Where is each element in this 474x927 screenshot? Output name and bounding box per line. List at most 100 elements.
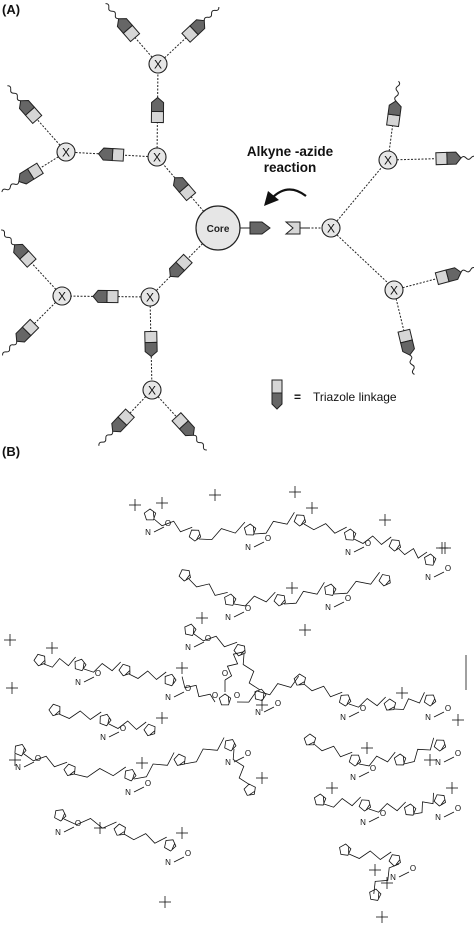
- wavy-linker: [460, 265, 474, 275]
- chain: [198, 521, 246, 541]
- amide-nitrogen: N: [165, 693, 171, 702]
- core-label: Core: [207, 224, 230, 235]
- tert-butyl-group: [369, 864, 381, 876]
- legend-equals: =: [294, 390, 301, 404]
- triazole-ring: [254, 688, 267, 702]
- node-symbol: X: [58, 290, 66, 304]
- wavy-linker: [0, 179, 21, 194]
- triazole-ring: [143, 508, 157, 521]
- chain: [413, 792, 434, 815]
- right-dendron: XXX: [308, 80, 474, 376]
- wavy-linker: [0, 228, 17, 247]
- chain: [398, 548, 428, 559]
- tert-butyl-group: [176, 662, 188, 674]
- chain: [313, 743, 353, 758]
- bond: [443, 811, 455, 818]
- tert-butyl-group: [129, 499, 141, 511]
- chain: [123, 833, 167, 844]
- chain: [283, 582, 325, 605]
- chain: [242, 653, 261, 691]
- chain: [83, 661, 121, 673]
- tert-butyl-group: [159, 896, 171, 908]
- tert-butyl-group: [446, 782, 458, 794]
- triazole-block-terminal: [386, 100, 402, 128]
- chain: [23, 753, 68, 768]
- triazole-block-terminal: [18, 162, 44, 185]
- bond: [398, 871, 410, 878]
- tert-butyl-group: [209, 489, 221, 501]
- bond: [23, 761, 35, 768]
- legend-triazole-symbol: [271, 379, 283, 410]
- triazole-ring: [388, 854, 401, 867]
- amide-nitrogen: N: [255, 708, 261, 717]
- node-symbol: X: [148, 384, 156, 398]
- tert-butyl-group: [9, 754, 21, 766]
- bond: [153, 526, 165, 533]
- tert-butyl-group: [424, 754, 436, 766]
- triazole-block: [97, 147, 125, 162]
- bond: [83, 676, 95, 683]
- chain: [63, 818, 117, 829]
- bond: [193, 641, 205, 648]
- tert-butyl-group: [452, 714, 464, 726]
- bond: [173, 856, 185, 863]
- carbonyl-oxygen: O: [265, 534, 271, 543]
- chain: [193, 633, 238, 648]
- carbonyl-oxygen: O: [360, 704, 366, 713]
- tert-butyl-group: [396, 687, 408, 699]
- reaction-arrow: [264, 188, 307, 206]
- triazole-block: [92, 289, 119, 304]
- chain: [333, 572, 380, 595]
- bond: [358, 771, 370, 778]
- carbonyl-oxygen: O: [410, 864, 416, 873]
- branch-node: X: [384, 280, 404, 300]
- chain: [303, 523, 347, 534]
- triazole-ring: [423, 694, 437, 707]
- wavy-linker: [407, 354, 417, 376]
- tert-butyl-group: [376, 911, 388, 923]
- chain: [181, 676, 216, 703]
- triazole-block-terminal: [435, 151, 462, 166]
- bond: [353, 546, 365, 553]
- chain: [128, 670, 167, 681]
- carbonyl-oxygen: O: [455, 749, 461, 758]
- tert-butyl-group: [176, 827, 188, 839]
- carbonyl-oxygen: O: [345, 594, 351, 603]
- chain: [232, 748, 251, 786]
- triazole-ring: [233, 643, 246, 657]
- branch-node: X: [148, 54, 168, 74]
- triazole-ring: [173, 753, 186, 766]
- triazole-ring: [303, 733, 317, 746]
- chain: [58, 710, 102, 721]
- bond: [433, 571, 445, 578]
- panel-b-label: (B): [2, 444, 20, 459]
- triazole-ring: [14, 743, 27, 757]
- amide-nitrogen: N: [165, 858, 171, 867]
- triazole-ring: [164, 673, 177, 687]
- amide-nitrogen: N: [245, 543, 251, 552]
- tert-butyl-group: [94, 822, 106, 834]
- carbonyl-oxygen: O: [75, 819, 81, 828]
- amide-nitrogen: N: [435, 758, 441, 767]
- chain: [153, 518, 193, 533]
- triazole-ring: [124, 769, 137, 782]
- carbonyl-oxygen: O: [380, 809, 386, 818]
- tert-butyl-group: [381, 877, 393, 889]
- tert-butyl-group: [289, 486, 301, 498]
- amide-nitrogen: N: [145, 528, 151, 537]
- amide-nitrogen: N: [185, 643, 191, 652]
- carbonyl-oxygen: O: [35, 754, 41, 763]
- chain: [73, 766, 127, 778]
- chain: [323, 796, 361, 808]
- node-symbol: X: [153, 151, 161, 165]
- wavy-linker: [460, 155, 474, 161]
- triazole-ring: [388, 539, 402, 552]
- amide-nitrogen: N: [225, 613, 231, 622]
- amide-nitrogen: N: [100, 733, 106, 742]
- legend-text: Triazole linkage: [313, 390, 397, 404]
- amide-nitrogen: N: [390, 873, 396, 882]
- amide-nitrogen: N: [325, 603, 331, 612]
- legend: = Triazole linkage: [271, 379, 397, 410]
- amide-nitrogen: N: [15, 763, 21, 772]
- chain: [358, 751, 396, 767]
